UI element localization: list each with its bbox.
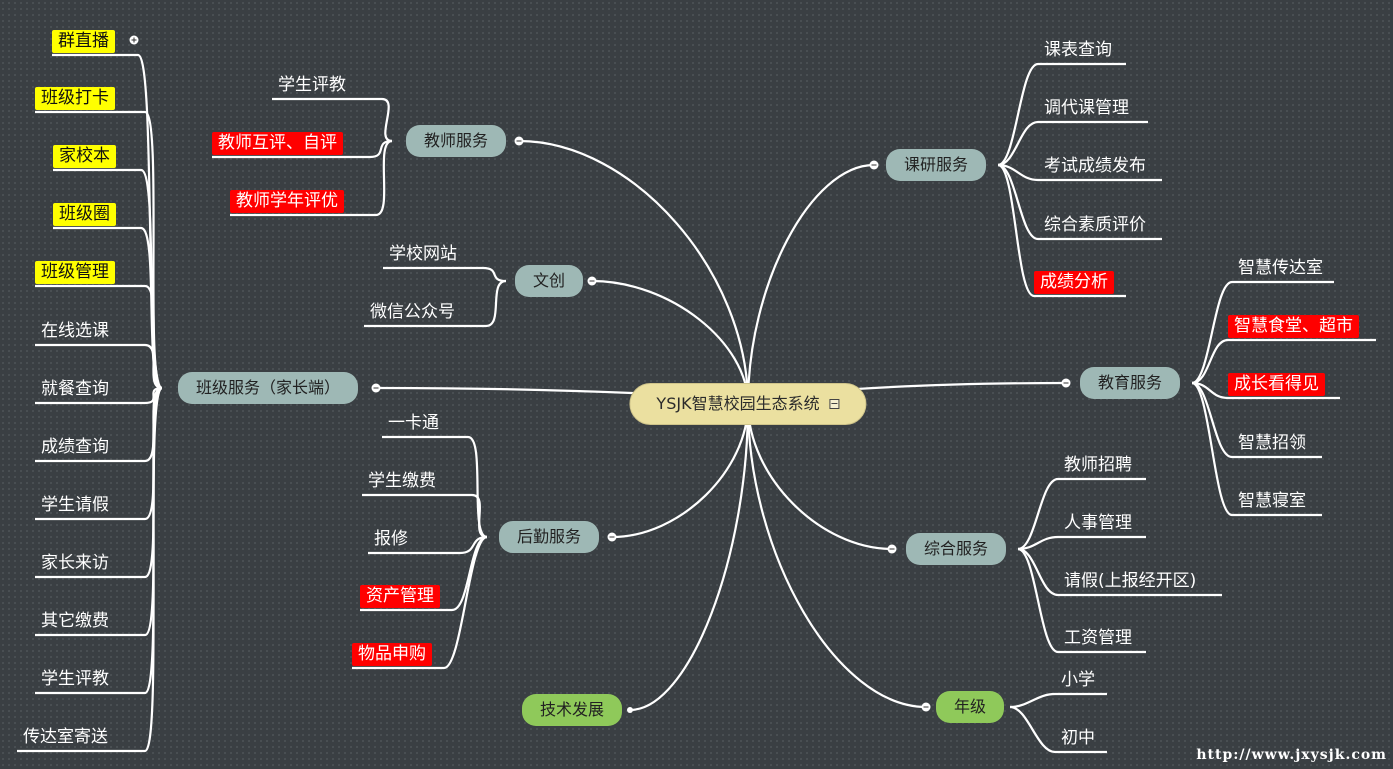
logistics-leaf[interactable]: 报修 — [374, 529, 408, 549]
branch-teacher-service[interactable]: 教师服务 — [405, 125, 507, 157]
education-leaf[interactable]: 智慧招领 — [1238, 433, 1306, 453]
connector — [591, 279, 750, 405]
education-leaf[interactable]: 智慧食堂、超市 — [1228, 315, 1359, 338]
general-leaf[interactable]: 请假(上报经开区) — [1064, 571, 1197, 591]
connector — [212, 139, 393, 159]
connector — [382, 435, 488, 539]
class-leaf[interactable]: 家长来访 — [41, 553, 109, 573]
research-leaf[interactable]: 课表查询 — [1044, 40, 1112, 60]
connector — [364, 279, 507, 328]
branch-education-service[interactable]: 教育服务 — [1079, 367, 1181, 399]
education-leaf[interactable]: 智慧传达室 — [1238, 258, 1323, 278]
grade-leaf[interactable]: 小学 — [1061, 670, 1095, 690]
wenchuang-leaf[interactable]: 学校网站 — [389, 244, 457, 264]
grade-leaf[interactable]: 初中 — [1061, 728, 1095, 748]
connector — [352, 535, 488, 670]
logistics-leaf[interactable]: 物品申购 — [352, 643, 432, 666]
connector — [1191, 280, 1334, 385]
teacher-leaf[interactable]: 教师互评、自评 — [212, 132, 343, 155]
branch-logistics-service[interactable]: 后勤服务 — [498, 521, 600, 553]
connector — [997, 163, 1126, 298]
research-leaf[interactable]: 考试成绩发布 — [1044, 156, 1146, 176]
connector — [1191, 381, 1322, 517]
connector — [997, 120, 1148, 167]
connector — [272, 97, 393, 143]
class-leaf[interactable]: 班级打卡 — [35, 87, 115, 110]
branch-class-service[interactable]: 班级服务（家长端） — [177, 372, 359, 404]
research-leaf[interactable]: 调代课管理 — [1044, 98, 1129, 118]
connector — [35, 386, 163, 579]
connector — [1009, 705, 1107, 754]
collapse-icon[interactable] — [887, 544, 897, 554]
connector — [746, 403, 927, 709]
logistics-leaf[interactable]: 学生缴费 — [368, 471, 436, 491]
collapse-icon[interactable] — [371, 383, 381, 393]
connector — [35, 343, 163, 390]
education-leaf[interactable]: 成长看得见 — [1228, 373, 1325, 396]
expand-icon[interactable] — [129, 35, 139, 45]
branch-wenchuang[interactable]: 文创 — [514, 265, 584, 297]
connector — [518, 139, 750, 405]
teacher-leaf[interactable]: 学生评教 — [278, 75, 346, 95]
collapse-icon[interactable] — [869, 160, 879, 170]
class-leaf[interactable]: 传达室寄送 — [23, 727, 108, 747]
connector — [53, 226, 163, 390]
class-leaf[interactable]: 家校本 — [53, 145, 116, 168]
class-leaf[interactable]: 成绩查询 — [41, 437, 109, 457]
research-leaf[interactable]: 成绩分析 — [1034, 271, 1114, 294]
connector — [997, 62, 1126, 167]
wenchuang-leaf[interactable]: 微信公众号 — [370, 302, 455, 322]
class-leaf[interactable]: 学生评教 — [41, 669, 109, 689]
collapse-icon[interactable] — [514, 136, 524, 146]
branch-tech-development[interactable]: 技术发展 — [521, 694, 623, 726]
connector — [1017, 547, 1146, 654]
class-leaf[interactable]: 其它缴费 — [41, 611, 109, 631]
branch-research-service[interactable]: 课研服务 — [885, 149, 987, 181]
connector — [362, 493, 488, 539]
logistics-leaf[interactable]: 资产管理 — [360, 585, 440, 608]
connector — [230, 139, 393, 217]
collapse-icon[interactable] — [921, 702, 931, 712]
connector — [35, 386, 164, 695]
connector — [746, 163, 875, 405]
class-leaf[interactable]: 班级管理 — [35, 261, 115, 284]
class-leaf[interactable]: 就餐查询 — [41, 379, 109, 399]
collapse-icon[interactable] — [587, 276, 597, 286]
connector — [1191, 338, 1376, 385]
connector — [17, 386, 164, 753]
root-label: YSJK智慧校园生态系统 — [656, 394, 820, 413]
connector — [1009, 692, 1107, 709]
connector — [746, 403, 893, 551]
general-leaf[interactable]: 教师招聘 — [1064, 455, 1132, 475]
collapse-icon[interactable] — [1061, 378, 1071, 388]
collapse-icon[interactable] — [607, 532, 617, 542]
research-leaf[interactable]: 综合素质评价 — [1044, 215, 1146, 235]
teacher-leaf[interactable]: 教师学年评优 — [230, 190, 344, 213]
general-leaf[interactable]: 工资管理 — [1064, 628, 1132, 648]
general-leaf[interactable]: 人事管理 — [1064, 513, 1132, 533]
education-leaf[interactable]: 智慧寝室 — [1238, 491, 1306, 511]
connector — [1191, 381, 1340, 400]
connector — [383, 266, 507, 283]
branch-general-service[interactable]: 综合服务 — [905, 533, 1007, 565]
class-leaf[interactable]: 群直播 — [52, 30, 115, 53]
connector — [35, 284, 163, 390]
connector-dot — [627, 707, 633, 713]
class-leaf[interactable]: 在线选课 — [41, 321, 109, 341]
connector — [997, 163, 1162, 241]
logistics-leaf[interactable]: 一卡通 — [388, 413, 439, 433]
connector — [611, 403, 750, 539]
connector — [997, 163, 1162, 182]
note-icon[interactable] — [829, 399, 840, 409]
connector — [1017, 535, 1146, 551]
class-leaf[interactable]: 学生请假 — [41, 495, 109, 515]
watermark: http://www.jxysjk.com — [1196, 747, 1387, 763]
class-leaf[interactable]: 班级圈 — [53, 203, 116, 226]
connector — [1017, 547, 1222, 597]
connector — [629, 403, 750, 712]
branch-grade[interactable]: 年级 — [935, 691, 1005, 723]
root-node[interactable]: YSJK智慧校园生态系统 — [629, 383, 867, 425]
connector — [1017, 477, 1146, 551]
